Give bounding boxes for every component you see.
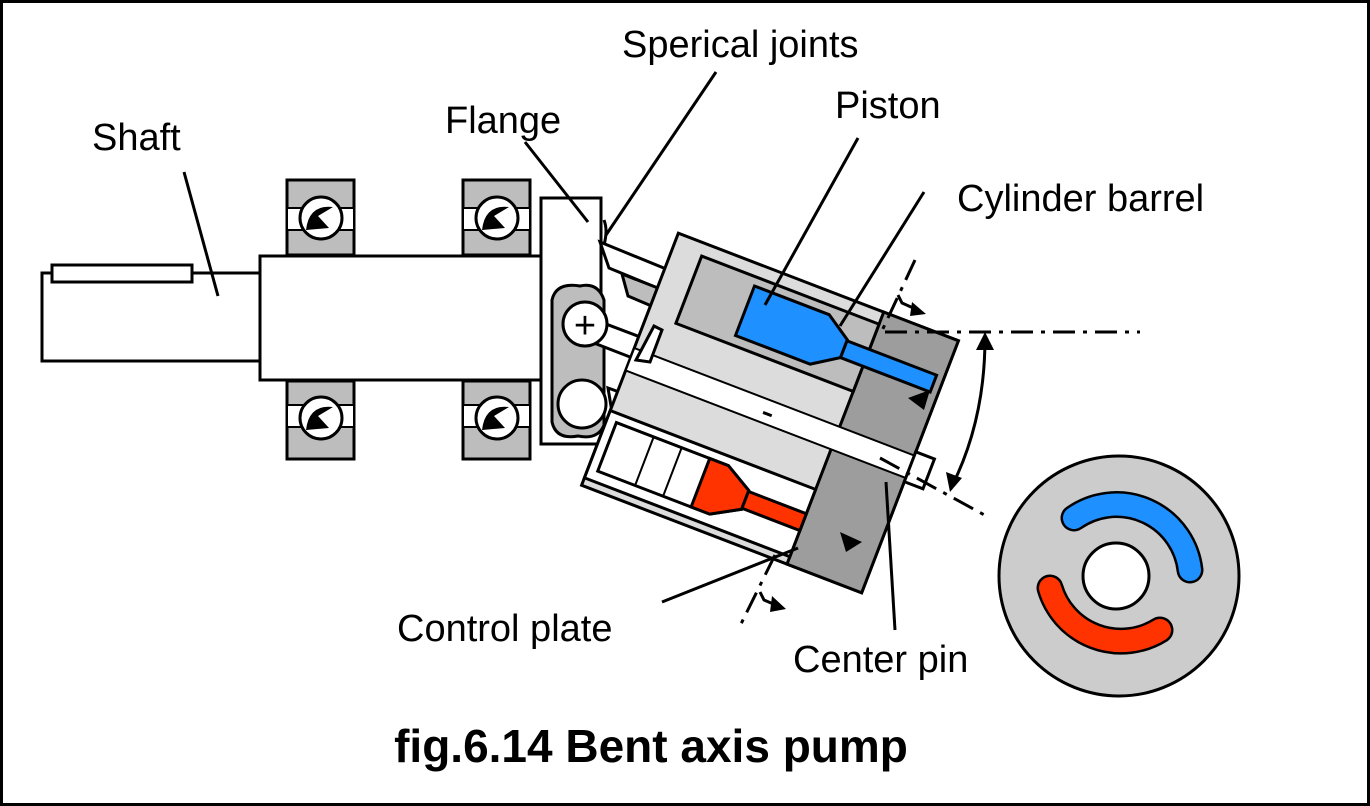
shaft-key [50, 263, 194, 284]
spherical-joints: + [556, 300, 664, 430]
leader-lines [182, 71, 926, 631]
outflow-arrow [840, 532, 862, 552]
leader-shaft [182, 171, 220, 297]
control-plate-axis-upper [878, 259, 917, 336]
bearing-top-left [285, 178, 356, 257]
port-plate-front-view [997, 454, 1241, 698]
label-cylinder-barrel: Cylinder barrel [957, 178, 1204, 220]
leader-flange [523, 141, 590, 223]
label-piston: Piston [835, 85, 941, 127]
axes [736, 259, 1140, 631]
shaft-end [40, 271, 264, 363]
shaft-body [258, 254, 547, 382]
flow-arrows [758, 294, 930, 612]
leader-piston [763, 137, 860, 306]
port-lower [740, 489, 809, 533]
port-upper [838, 338, 939, 394]
labels: Shaft Flange Sperical joints Piston Cyli… [92, 24, 1204, 681]
label-shaft: Shaft [92, 117, 181, 159]
center-pin [902, 449, 937, 491]
port-plate-hole [1081, 541, 1151, 611]
angle-arrow-top [976, 332, 994, 350]
control-plate-axis-lower [736, 554, 777, 631]
label-flange: Flange [445, 100, 561, 142]
plus-sign: + [574, 305, 596, 347]
section-arrow-top [896, 294, 926, 316]
angle-arrow-bottom [946, 472, 962, 492]
leader-spherical-joints [604, 71, 718, 236]
bearings [285, 178, 532, 461]
leader-cylinder-barrel [838, 191, 926, 327]
inflow-arrow [908, 390, 930, 410]
leader-center-pin [884, 481, 897, 631]
bearing-bottom-right [461, 379, 532, 461]
figure-caption: fig.6.14 Bent axis pump [394, 720, 908, 772]
barrel-axis [879, 456, 991, 520]
shaft [40, 254, 547, 382]
rod-middle-cap [633, 324, 664, 364]
section-arrow-bottom [758, 591, 786, 612]
leader-control-plate [661, 546, 799, 604]
bearing-bottom-left [285, 379, 356, 461]
ball-joint-upper [561, 300, 609, 348]
label-spherical-joints: Sperical joints [622, 24, 859, 66]
ball-joint-lower [556, 378, 608, 430]
bearing-top-right [461, 178, 532, 257]
label-control-plate: Control plate [397, 608, 612, 650]
cylinder-barrel: - [579, 231, 961, 595]
angle-arc [950, 337, 987, 487]
label-center-pin: Center pin [793, 639, 968, 681]
